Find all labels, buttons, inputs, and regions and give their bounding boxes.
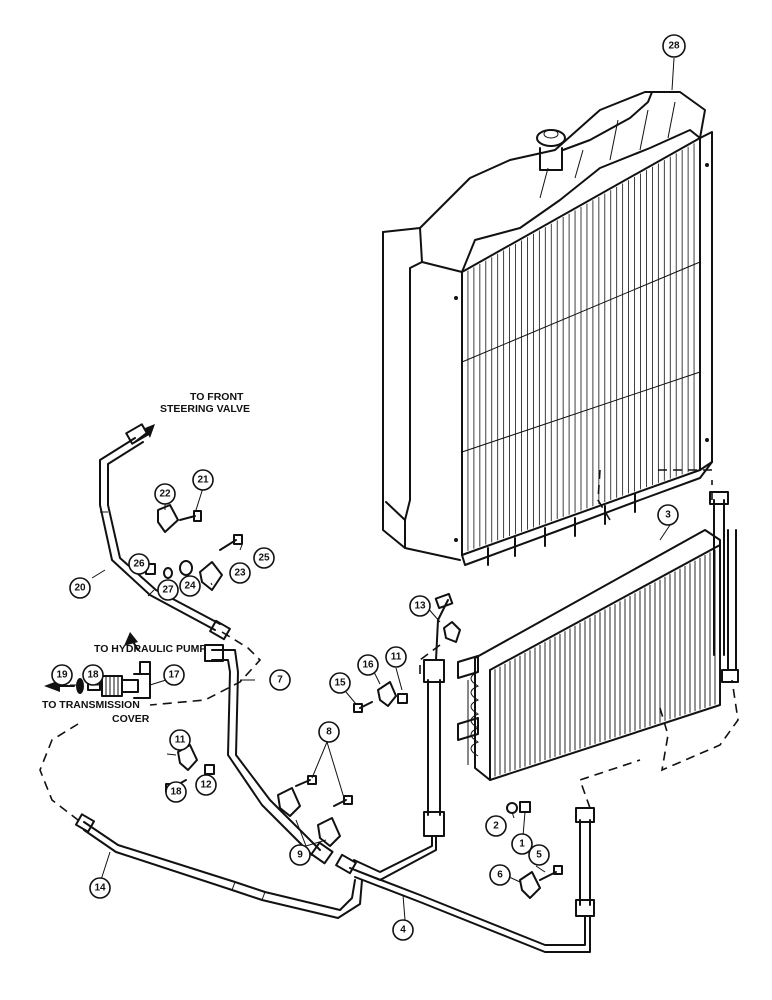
svg-text:16: 16	[362, 660, 374, 671]
svg-text:22: 22	[159, 489, 171, 500]
callout-7: 7	[269, 669, 291, 691]
callout-22: 22	[154, 483, 176, 505]
callout-14: 14	[89, 877, 111, 899]
svg-text:18: 18	[170, 787, 182, 798]
svg-text:8: 8	[326, 727, 332, 738]
svg-text:1: 1	[519, 839, 525, 850]
callout-8: 8	[318, 721, 340, 743]
svg-text:2: 2	[493, 821, 499, 832]
callout-27: 27	[157, 579, 179, 601]
svg-text:21: 21	[197, 475, 209, 486]
callout-17: 17	[163, 664, 185, 686]
callout-18: 18	[165, 781, 187, 803]
callout-6: 6	[489, 864, 511, 886]
svg-text:5: 5	[536, 850, 542, 861]
callout-20: 20	[69, 577, 91, 599]
svg-text:13: 13	[414, 601, 426, 612]
callout-12: 12	[195, 774, 217, 796]
svg-text:9: 9	[297, 850, 303, 861]
callout-13: 13	[409, 595, 431, 617]
note-hydraulic-pump: TO HYDRAULIC PUMP	[94, 643, 206, 655]
svg-text:19: 19	[56, 670, 68, 681]
callout-21: 21	[192, 469, 214, 491]
svg-text:6: 6	[497, 870, 503, 881]
svg-text:18: 18	[87, 670, 99, 681]
svg-text:20: 20	[74, 583, 86, 594]
callout-4: 4	[392, 919, 414, 941]
annotation-notes: TO FRONT STEERING VALVE TO HYDRAULIC PUM…	[42, 391, 250, 725]
svg-text:14: 14	[94, 883, 106, 894]
callout-11: 11	[169, 729, 191, 751]
hydraulic-lines	[44, 423, 595, 953]
callout-24: 24	[179, 575, 201, 597]
callouts: 28 3 22 21 25 23 26 24 27 20 19 18 17 7 …	[51, 34, 686, 941]
callout-11: 11	[385, 646, 407, 668]
radiator-fins	[467, 143, 695, 551]
callout-23: 23	[229, 562, 251, 584]
callout-19: 19	[51, 664, 73, 686]
svg-text:7: 7	[277, 675, 283, 686]
note-transmission-line1: TO TRANSMISSION	[42, 699, 140, 711]
svg-text:27: 27	[162, 585, 174, 596]
svg-text:12: 12	[200, 780, 212, 791]
oil-cooler	[457, 491, 739, 781]
note-transmission-line2: COVER	[112, 713, 150, 725]
svg-text:25: 25	[258, 553, 270, 564]
callout-28: 28	[662, 34, 686, 58]
radiator	[382, 91, 713, 566]
svg-text:4: 4	[400, 925, 406, 936]
svg-text:28: 28	[668, 41, 680, 52]
callout-18: 18	[82, 664, 104, 686]
dashed-connections	[39, 469, 739, 821]
callout-5: 5	[528, 844, 550, 866]
callout-25: 25	[253, 547, 275, 569]
svg-text:15: 15	[334, 678, 346, 689]
leader-lines	[70, 57, 675, 921]
callout-16: 16	[357, 654, 379, 676]
svg-text:23: 23	[234, 568, 246, 579]
svg-text:17: 17	[168, 670, 180, 681]
callout-15: 15	[329, 672, 351, 694]
callout-2: 2	[485, 815, 507, 837]
callout-26: 26	[128, 553, 150, 575]
svg-text:3: 3	[665, 510, 671, 521]
callout-1: 1	[511, 833, 533, 855]
note-front-steering-line2: STEERING VALVE	[160, 403, 250, 415]
cooler-tube-loops	[467, 671, 480, 765]
svg-text:11: 11	[391, 652, 402, 663]
callout-3: 3	[657, 504, 679, 526]
svg-text:11: 11	[175, 735, 186, 746]
cooler-fins	[494, 549, 716, 777]
callout-9: 9	[289, 844, 311, 866]
svg-text:26: 26	[133, 559, 145, 570]
svg-text:24: 24	[184, 581, 196, 592]
note-front-steering-line1: TO FRONT	[190, 391, 244, 403]
